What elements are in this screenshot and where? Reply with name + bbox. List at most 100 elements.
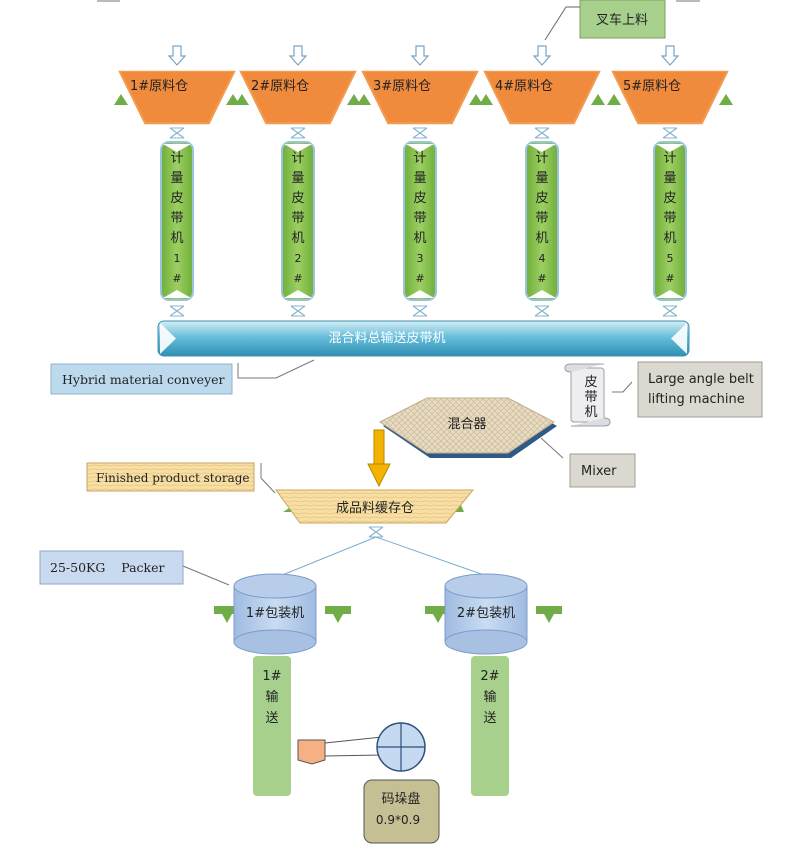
raw-bin-5: 5#原料仓 [607,45,733,139]
mixer-callout-leader [540,437,564,459]
incline-callout-leader [612,381,633,393]
packer-label: 2#包装机 [457,606,515,621]
output-conveyor-body [471,656,509,796]
output-conveyor-char: 1# [262,669,281,684]
hybrid-callout-leader [237,359,315,379]
output-conveyor-char: 送 [483,711,496,726]
mixer-to-bin-arrow [367,429,391,488]
belt-pulley-bottom-icon [284,290,312,298]
bin-support-left [607,94,621,105]
mixer: 混合器 Mixer [379,397,636,488]
weigh-belt-char: 量 [535,171,548,186]
mixer-body [379,397,555,454]
feed-line-to-packer-2 [375,536,485,576]
bin-support-right [469,94,483,105]
weigh-belt-char: # [293,272,302,285]
weigh-belt-char: 5 [667,252,674,265]
belt-outlet-valve-icon [534,305,550,317]
weigh-belt-char: 皮 [291,191,304,206]
packer-cylinder-top [444,573,528,599]
bin-label: 1#原料仓 [130,79,188,94]
weigh-belt-char: 皮 [170,191,183,206]
bin-outlet-valve-icon-x [290,127,306,139]
buffer-bin-label: 成品料缓存仓 [336,501,414,516]
bin-outlet-valve-icon [534,127,550,139]
bin-support-left [114,94,128,105]
bin-support-right [226,94,240,105]
belt-pulley-bottom-icon [528,290,556,298]
raw-bin-3: 3#原料仓 [357,45,483,139]
packer-cylinder-top [233,573,317,599]
incline-callout-box [637,361,763,418]
weigh-belt-char: # [172,272,181,285]
belt-pulley-top-icon [284,144,312,152]
incline-belt-char-2: 带 [584,390,597,405]
weigh-belt-body [653,141,687,301]
weigh-belt-char: 机 [291,231,304,246]
weigh-belt-char: 1 [174,252,181,265]
belt-pulley-bottom-icon [406,290,434,298]
scroll-curl-top [564,363,604,373]
feed-line-to-packer-1 [274,536,377,579]
arrow-down-icon [367,463,391,488]
output-conveyor-char: 2# [480,669,499,684]
belt-outlet-valve-icon [290,305,306,317]
bin-outlet-valve-icon-x [412,127,428,139]
incline-callout-line-1: Large angle belt [648,372,754,387]
weigh-belt-char: 机 [413,231,426,246]
belt-outlet-valve-icon-x [169,305,185,317]
weigh-belt-char: 皮 [413,191,426,206]
incline-belt-char-3: 机 [584,405,597,420]
finished-callout-leader [260,463,276,494]
bin-support-left [235,94,249,105]
packer-1: 1#包装机 [214,573,351,655]
packer-side-arrow-right-icon [325,606,351,623]
weigh-belt-char: 机 [535,231,548,246]
bin-label: 4#原料仓 [495,79,553,94]
bin-outlet-valve-icon [290,127,306,139]
bin-label: 3#原料仓 [373,79,431,94]
conveyor-end-left-icon [160,323,176,354]
packer-callout-text: 25-50KG Packer [50,560,165,575]
conveyor-end-right-icon [671,323,687,354]
forklift-callout-box [579,0,666,39]
bin-label: 5#原料仓 [623,79,681,94]
large-angle-belt-lifter: 皮 带 机 Large angle belt lifting machine [564,361,763,427]
belt-outlet-valve-icon-x [534,305,550,317]
packer-2: 2#包装机 [425,573,562,655]
bin-support-right [719,94,733,105]
bin-hopper-inner [614,72,726,122]
bin-outlet-valve-icon [662,127,678,139]
output-conveyor-2: 2#输送 [471,656,509,796]
packer-callout-leader [182,565,230,586]
main-conveyor-body [157,320,690,357]
packer-callout-box [39,550,184,585]
finished-buffer-bin: 成品料缓存仓 [274,489,485,579]
pallet: 码垛盘 0.9*0.9 [363,779,440,844]
incline-belt-char-1: 皮 [584,375,597,390]
bin-outlet-valve-icon-x [662,127,678,139]
finished-callout-box [86,462,255,492]
weigh-belt-body [281,141,315,301]
bin-outlet-valve-icon-x [169,127,185,139]
hybrid-conveyer-callout: Hybrid material conveyer [50,359,315,395]
weigh-belt-char: 量 [413,171,426,186]
mixer-label: 混合器 [447,417,486,432]
belt-pulley-bottom-icon [656,290,684,298]
weigh-belt-char: 带 [535,211,548,226]
bin-outlet-valve-icon-x [534,127,550,139]
belt-outlet-valve-icon [412,305,428,317]
weigh-belt-char: 机 [170,231,183,246]
weigh-belt-char: 机 [663,231,676,246]
belt-outlet-valve-icon-x [290,305,306,317]
weigh-belt-char: 3 [417,252,424,265]
arrow-shaft [373,429,385,465]
bin-outlet-valve-icon [169,127,185,139]
weigh-belt-char: 带 [291,211,304,226]
weigh-belt-char: 2 [295,252,302,265]
bin-hopper-inner [486,72,598,122]
